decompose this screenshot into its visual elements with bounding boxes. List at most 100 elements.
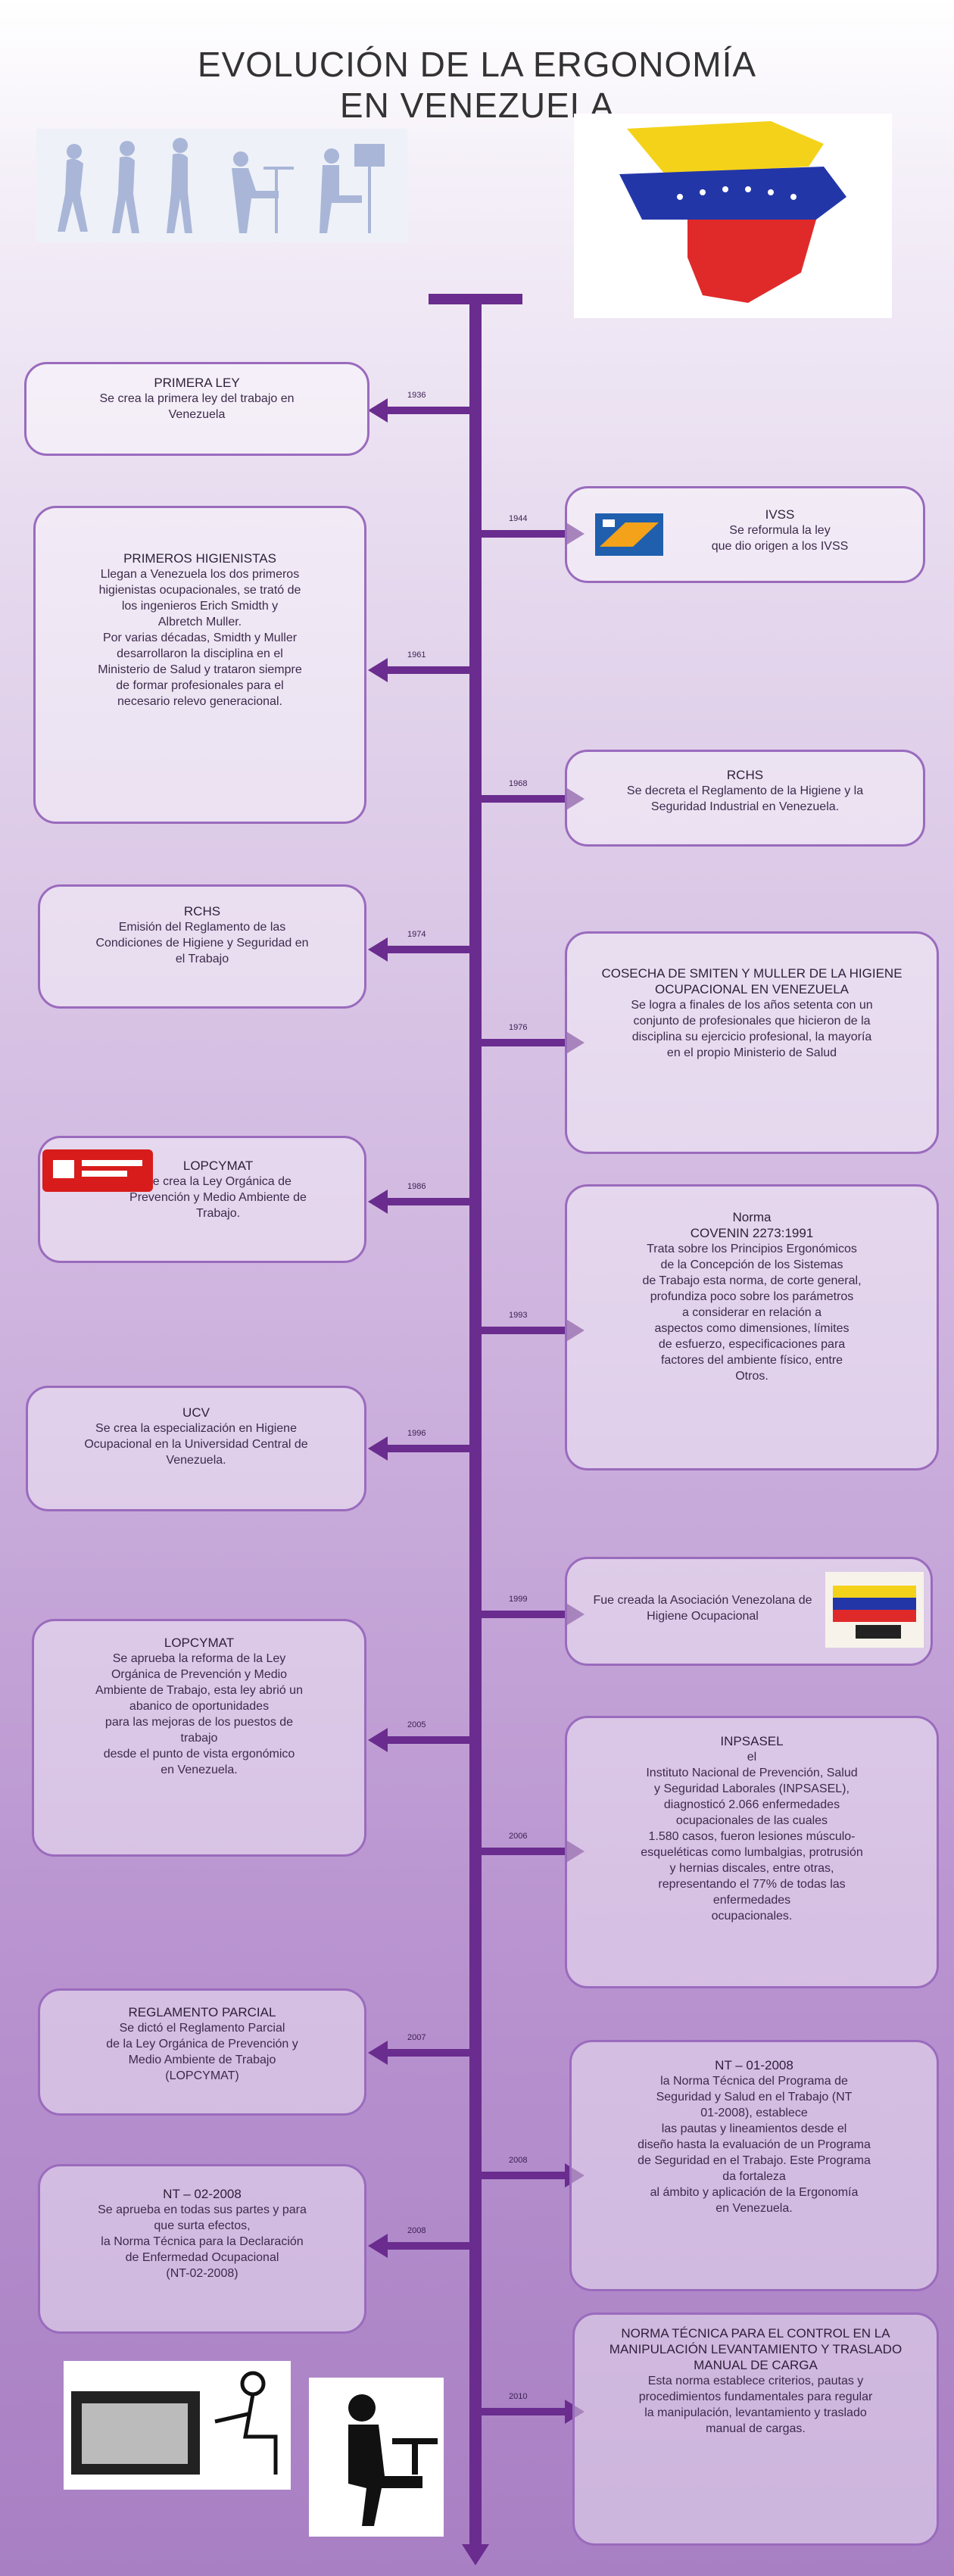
- year-label-9: 1996: [407, 1429, 426, 1438]
- year-label-16: 2010: [509, 2392, 528, 2401]
- year-label-7: 1986: [407, 1182, 426, 1191]
- connector-2: [482, 530, 565, 538]
- event-heading: REGLAMENTO PARCIAL: [128, 2005, 276, 2019]
- lopcymat-logo: [42, 1149, 153, 1192]
- event-card-inpsasel: INPSASEL el Instituto Nacional de Preven…: [565, 1716, 939, 1988]
- connector-5: [386, 946, 469, 953]
- timeline-spine: [469, 297, 482, 2553]
- connector-4: [482, 795, 565, 803]
- event-heading: NORMA TÉCNICA PARA EL CONTROL EN LA MANI…: [609, 2326, 903, 2372]
- arrowhead-10: [565, 1602, 585, 1626]
- event-text: Esta norma establece criterios, pautas y…: [638, 2375, 873, 2435]
- connector-8: [482, 1327, 565, 1334]
- event-heading: PRIMERA LEY: [154, 376, 240, 390]
- person-desk-image: [309, 2378, 444, 2537]
- page-title: EVOLUCIÓN DE LA ERGONOMÍA EN VENEZUELA: [0, 44, 954, 126]
- ergonomics-evolution-image: [36, 129, 407, 242]
- event-text: Trata sobre los Principios Ergonómicos d…: [642, 1243, 862, 1383]
- event-text: Se decreta el Reglamento de la Higiene y…: [626, 784, 864, 813]
- year-label-1: 1936: [407, 391, 426, 400]
- event-card-ucv: UCV Se crea la especialización en Higien…: [26, 1386, 366, 1511]
- event-heading: Norma COVENIN 2273:1991: [690, 1210, 814, 1240]
- event-card-lopcymat-2005: LOPCYMAT Se aprueba la reforma de la Ley…: [32, 1619, 366, 1857]
- event-heading: NT – 01-2008: [715, 2058, 793, 2072]
- event-heading: RCHS: [726, 768, 764, 782]
- year-label-2: 1944: [509, 514, 528, 523]
- arrowhead-12: [565, 1839, 585, 1863]
- event-text: Se aprueba la reforma de la Ley Orgánica…: [95, 1652, 303, 1776]
- event-text: Se crea la especialización en Higiene Oc…: [84, 1422, 308, 1467]
- event-text: el Instituto Nacional de Prevención, Sal…: [641, 1751, 863, 1923]
- arrowhead-15: [368, 2234, 388, 2258]
- connector-7: [386, 1198, 469, 1205]
- association-logo: [825, 1572, 924, 1648]
- event-text: Emisión del Reglamento de las Condicione…: [95, 921, 309, 965]
- event-heading: RCHS: [183, 904, 221, 918]
- event-text: Se reformula la ley que dio origen a los…: [711, 524, 849, 553]
- connector-10: [482, 1611, 565, 1618]
- event-card-nt-01-2008: NT – 01-2008 la Norma Técnica del Progra…: [569, 2040, 939, 2291]
- connector-6: [482, 1039, 565, 1046]
- arrowhead-7: [368, 1190, 388, 1214]
- venezuela-map-image: [574, 114, 892, 318]
- year-label-15: 2008: [407, 2226, 426, 2235]
- event-card-ivss: IVSS Se reformula la ley que dio origen …: [565, 486, 925, 583]
- event-text: la Norma Técnica del Programa de Segurid…: [638, 2075, 871, 2215]
- event-card-covenin: Norma COVENIN 2273:1991 Trata sobre los …: [565, 1184, 939, 1470]
- year-label-5: 1974: [407, 930, 426, 939]
- connector-3: [386, 666, 469, 674]
- arrowhead-9: [368, 1436, 388, 1461]
- event-heading: IVSS: [765, 507, 795, 522]
- connector-16: [482, 2408, 565, 2415]
- title-line-1: EVOLUCIÓN DE LA ERGONOMÍA: [197, 45, 757, 84]
- event-heading: UCV: [182, 1405, 210, 1420]
- event-card-primera-ley: PRIMERA LEY Se crea la primera ley del t…: [24, 362, 369, 456]
- ivss-logo: [595, 513, 663, 556]
- year-label-4: 1968: [509, 779, 528, 788]
- event-text: Llegan a Venezuela los dos primeros higi…: [98, 568, 302, 708]
- event-card-cosecha: COSECHA DE SMITEN Y MULLER DE LA HIGIENE…: [565, 931, 939, 1154]
- event-heading: LOPCYMAT: [164, 1636, 235, 1650]
- year-label-6: 1976: [509, 1023, 528, 1032]
- event-card-rchs-emision: RCHS Emisión del Reglamento de las Condi…: [38, 884, 366, 1009]
- event-card-norma-tecnica-carga: NORMA TÉCNICA PARA EL CONTROL EN LA MANI…: [572, 2312, 939, 2546]
- year-label-13: 2007: [407, 2033, 426, 2042]
- year-label-8: 1993: [509, 1311, 528, 1320]
- arrowhead-16: [565, 2400, 585, 2424]
- arrowhead-3: [368, 658, 388, 682]
- event-card-nt-02-2008: NT – 02-2008 Se aprueba en todas sus par…: [38, 2164, 366, 2334]
- arrowhead-14: [565, 2163, 585, 2188]
- event-text: Se crea la primera ley del trabajo en Ve…: [99, 392, 295, 421]
- connector-9: [386, 1445, 469, 1452]
- title-line-2: EN VENEZUELA: [339, 86, 615, 125]
- worker-sitting-image: [64, 2361, 291, 2490]
- connector-13: [386, 2049, 469, 2057]
- arrowhead-2: [565, 522, 585, 546]
- event-text: Fue creada la Asociación Venezolana de H…: [593, 1594, 812, 1623]
- arrowhead-1: [368, 398, 388, 423]
- connector-14: [482, 2172, 565, 2179]
- connector-15: [386, 2242, 469, 2250]
- connector-11: [386, 1736, 469, 1744]
- event-text: Se aprueba en todas sus partes y para qu…: [98, 2203, 307, 2280]
- arrowhead-4: [565, 787, 585, 811]
- event-text: Se dictó el Reglamento Parcial de la Ley…: [106, 2022, 298, 2082]
- arrowhead-5: [368, 937, 388, 962]
- event-heading: COSECHA DE SMITEN Y MULLER DE LA HIGIENE…: [601, 966, 903, 996]
- arrowhead-6: [565, 1031, 585, 1055]
- event-text: Se logra a finales de los años setenta c…: [631, 999, 873, 1059]
- year-label-3: 1961: [407, 650, 426, 660]
- timeline-end-arrow: [462, 2544, 489, 2565]
- connector-1: [386, 407, 469, 414]
- event-heading: INPSASEL: [720, 1734, 784, 1748]
- event-heading: LOPCYMAT: [182, 1159, 254, 1173]
- arrowhead-8: [565, 1318, 585, 1343]
- arrowhead-13: [368, 2041, 388, 2065]
- event-card-reglamento-parcial: REGLAMENTO PARCIAL Se dictó el Reglament…: [38, 1988, 366, 2116]
- year-label-12: 2006: [509, 1832, 528, 1841]
- arrowhead-11: [368, 1728, 388, 1752]
- event-card-primeros-higienistas: PRIMEROS HIGIENISTAS Llegan a Venezuela …: [33, 506, 366, 824]
- year-label-14: 2008: [509, 2156, 528, 2165]
- event-heading: NT – 02-2008: [163, 2187, 242, 2201]
- year-label-11: 2005: [407, 1720, 426, 1729]
